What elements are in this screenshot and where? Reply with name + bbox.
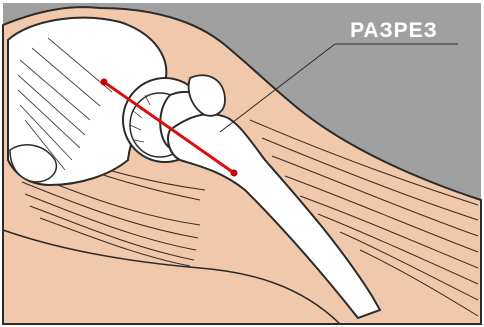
incision-label: РАЗРЕЗ	[331, 14, 457, 48]
incision-start-point	[101, 79, 108, 86]
incision-end-point	[231, 170, 238, 177]
